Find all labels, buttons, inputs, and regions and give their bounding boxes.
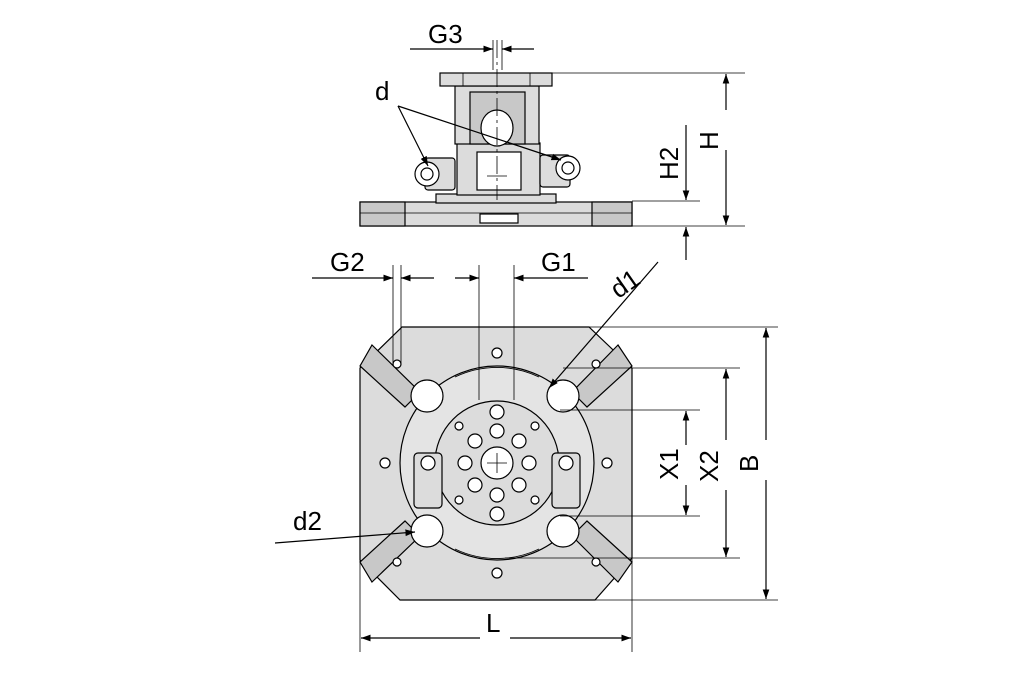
label-b: B	[734, 455, 764, 472]
label-g3: G3	[428, 19, 463, 49]
side-view	[359, 40, 633, 227]
label-x1: X1	[654, 448, 684, 480]
top-view-dimensions: G2 G1 d1 d2 X1 X2 B L	[274, 247, 778, 652]
label-d2: d2	[293, 506, 322, 536]
side-view-dimensions: G3 d H H2	[375, 19, 745, 260]
label-h2: H2	[654, 147, 684, 180]
label-l: L	[486, 608, 500, 638]
label-g1: G1	[541, 247, 576, 277]
top-view	[359, 326, 633, 601]
label-d: d	[375, 76, 389, 106]
label-x2: X2	[694, 450, 724, 482]
label-h: H	[694, 131, 724, 150]
label-g2: G2	[330, 247, 365, 277]
